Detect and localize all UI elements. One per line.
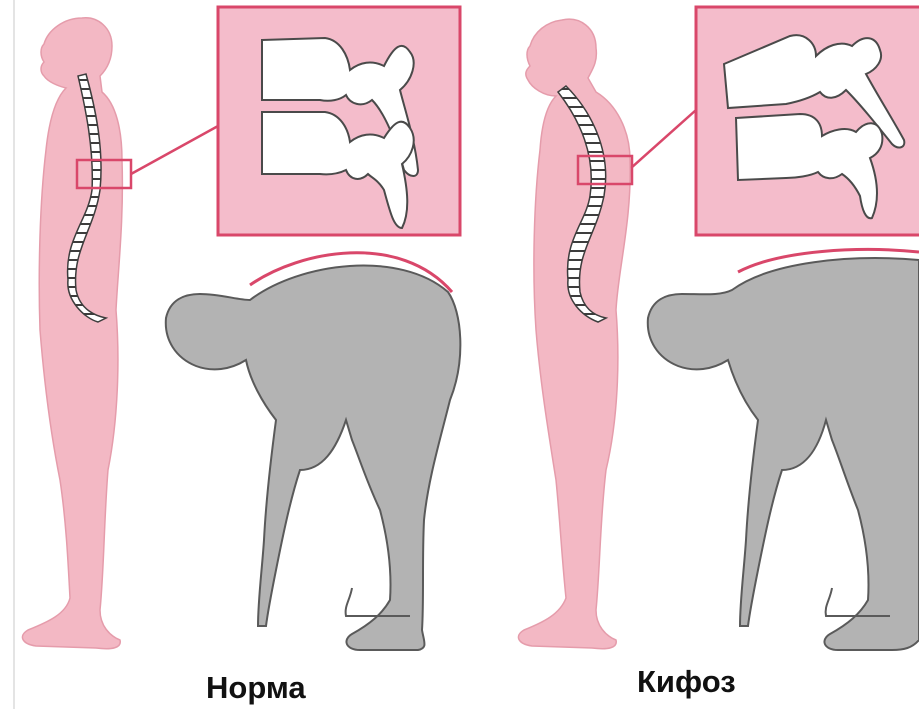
kyphosis-caption: Кифоз — [637, 664, 736, 700]
normal-inset-connector — [131, 126, 218, 174]
kyphosis-panel — [518, 7, 919, 650]
normal-caption: Норма — [206, 670, 306, 706]
kyphosis-inset-connector — [631, 110, 696, 168]
normal-bending-figure — [166, 266, 461, 650]
normal-standing-figure — [22, 18, 122, 649]
normal-panel — [22, 7, 460, 650]
kyphosis-bending-figure — [648, 258, 919, 650]
